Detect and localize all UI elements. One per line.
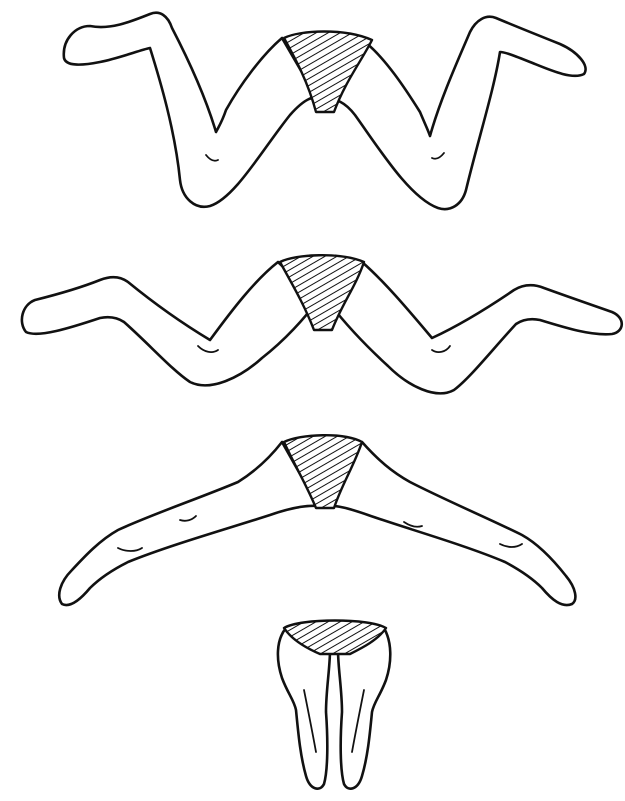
left-leg xyxy=(59,442,318,605)
left-leg xyxy=(64,13,318,207)
kick-stage-3 xyxy=(59,435,575,605)
right-leg xyxy=(330,262,622,393)
kick-stage-2 xyxy=(22,255,622,393)
left-leg xyxy=(22,262,318,385)
kick-stage-4 xyxy=(278,621,390,789)
kick-stage-1 xyxy=(64,13,586,209)
right-leg xyxy=(326,442,575,605)
